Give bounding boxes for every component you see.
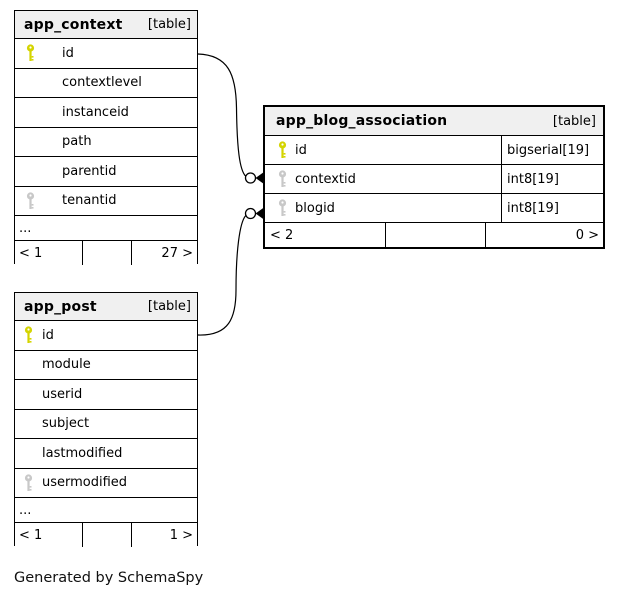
column-row-usermodified: usermodified	[15, 468, 197, 498]
footer-spacer	[83, 241, 132, 265]
foreign-key-icon	[278, 170, 287, 188]
table-header-app-context[interactable]: app_context [table]	[15, 11, 197, 39]
footer-spacer	[386, 223, 486, 247]
relationship-line-context-to-association	[197, 53, 247, 177]
cardinality-circle-blogid	[244, 207, 257, 220]
column-row-id: id	[15, 39, 197, 69]
column-name: tenantid	[62, 193, 117, 209]
footer-spacer	[83, 523, 132, 547]
relationship-line-post-to-association	[197, 215, 247, 336]
table-header-app-post[interactable]: app_post [table]	[15, 293, 197, 321]
parents-count: 27 >	[161, 245, 193, 261]
column-row-tenantid: tenantid	[15, 186, 197, 216]
table-footer: < 1 1 >	[15, 523, 197, 547]
primary-key-icon	[24, 326, 33, 344]
column-name: id	[42, 327, 54, 343]
table-footer: < 1 27 >	[15, 241, 197, 265]
column-row-contextlevel: contextlevel	[15, 68, 197, 98]
table-name: app_context	[24, 16, 123, 33]
column-name: id	[295, 142, 307, 158]
column-row-contextid: contextid int8[19]	[265, 165, 603, 194]
table-footer: < 2 0 >	[265, 223, 603, 247]
cardinality-circle-contextid	[244, 172, 257, 184]
column-row-module: module	[15, 350, 197, 380]
column-name: userid	[42, 386, 83, 402]
column-type: bigserial[19]	[501, 136, 603, 164]
table-type-badge: [table]	[552, 113, 596, 129]
column-name: path	[62, 134, 92, 150]
foreign-key-icon	[278, 199, 287, 217]
more-columns-ellipsis: ...	[15, 498, 197, 523]
more-columns-ellipsis: ...	[15, 216, 197, 241]
column-row-parentid: parentid	[15, 157, 197, 187]
foreign-key-icon	[26, 192, 35, 210]
foreign-key-icon	[24, 474, 33, 492]
children-count: < 2	[265, 223, 386, 247]
column-row-subject: subject	[15, 409, 197, 439]
column-name: lastmodified	[42, 445, 123, 461]
children-count: < 1	[15, 241, 83, 265]
table-name: app_blog_association	[276, 113, 448, 129]
column-type: int8[19]	[501, 165, 603, 193]
column-name: contextlevel	[62, 75, 142, 91]
column-name: id	[62, 45, 74, 61]
column-name: usermodified	[42, 475, 128, 491]
column-row-id: id bigserial[19]	[265, 136, 603, 165]
column-name: module	[42, 357, 91, 373]
column-name: blogid	[295, 200, 335, 216]
column-name: subject	[42, 416, 90, 432]
table-type-badge: [table]	[147, 299, 191, 314]
column-row-path: path	[15, 127, 197, 157]
children-count: < 1	[15, 523, 83, 547]
column-row-id: id	[15, 321, 197, 351]
generated-by-note: Generated by SchemaSpy	[14, 570, 204, 586]
parents-count: 1 >	[169, 527, 193, 543]
primary-key-icon	[26, 44, 35, 62]
column-row-instanceid: instanceid	[15, 98, 197, 128]
primary-key-icon	[278, 141, 287, 159]
table-name: app_post	[24, 298, 97, 315]
table-app-blog-association[interactable]: app_blog_association [table] id bigseria…	[263, 105, 605, 249]
table-header-app-blog-association[interactable]: app_blog_association [table]	[265, 107, 603, 136]
column-name: contextid	[295, 171, 356, 187]
parents-count: 0 >	[575, 227, 599, 243]
column-name: instanceid	[62, 104, 129, 120]
column-type: int8[19]	[501, 194, 603, 222]
column-row-blogid: blogid int8[19]	[265, 194, 603, 223]
column-name: parentid	[62, 163, 117, 179]
table-type-badge: [table]	[147, 17, 191, 32]
table-app-context[interactable]: app_context [table] id contextlevel inst…	[14, 10, 198, 265]
column-row-userid: userid	[15, 380, 197, 410]
column-row-lastmodified: lastmodified	[15, 439, 197, 469]
table-app-post[interactable]: app_post [table] id module userid subjec…	[14, 292, 198, 547]
